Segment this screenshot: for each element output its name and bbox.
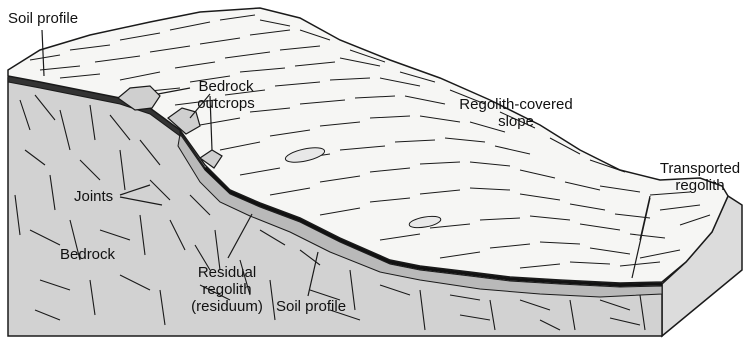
label-bedrock-outcrops: Bedrock outcrops: [186, 78, 266, 112]
label-regolith-covered-slope: Regolith-covered slope: [446, 96, 586, 130]
label-soil-profile-bottom: Soil profile: [276, 298, 346, 315]
label-residual-line3: (residuum): [172, 298, 282, 315]
label-regolith-slope-line1: Regolith-covered: [446, 96, 586, 113]
label-regolith-slope-line2: slope: [446, 113, 586, 130]
label-bedrock-outcrops-line1: Bedrock: [186, 78, 266, 95]
label-residual-line2: regolith: [172, 281, 282, 298]
label-residual-line1: Residual: [172, 264, 282, 281]
label-joints: Joints: [74, 188, 113, 205]
label-transported-line2: regolith: [650, 177, 750, 194]
label-bedrock-outcrops-line2: outcrops: [186, 95, 266, 112]
label-transported-regolith: Transported regolith: [650, 160, 750, 194]
label-transported-line1: Transported: [650, 160, 750, 177]
label-bedrock: Bedrock: [60, 246, 115, 263]
label-soil-profile-top: Soil profile: [8, 10, 78, 27]
label-residual-regolith: Residual regolith (residuum): [172, 264, 282, 315]
